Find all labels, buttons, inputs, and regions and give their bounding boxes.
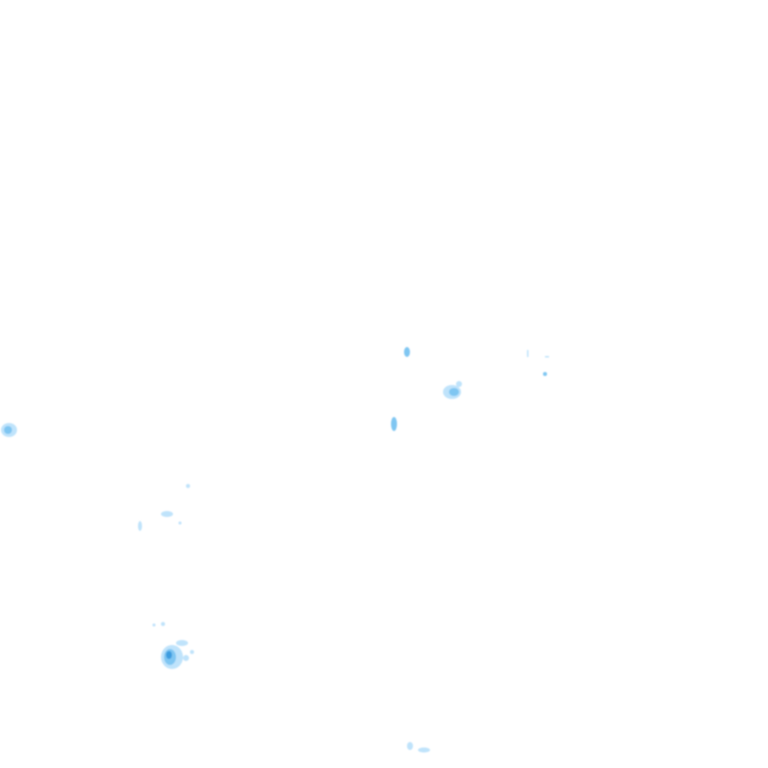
- precip-cell: [391, 417, 397, 431]
- precip-cell: [527, 350, 549, 376]
- precip-cell: [404, 347, 410, 357]
- precip-cell: [152, 622, 194, 669]
- precip-cell: [407, 742, 430, 753]
- precip-cell: [138, 484, 190, 531]
- precip-cell: [1, 423, 17, 437]
- precip-cell: [443, 381, 462, 399]
